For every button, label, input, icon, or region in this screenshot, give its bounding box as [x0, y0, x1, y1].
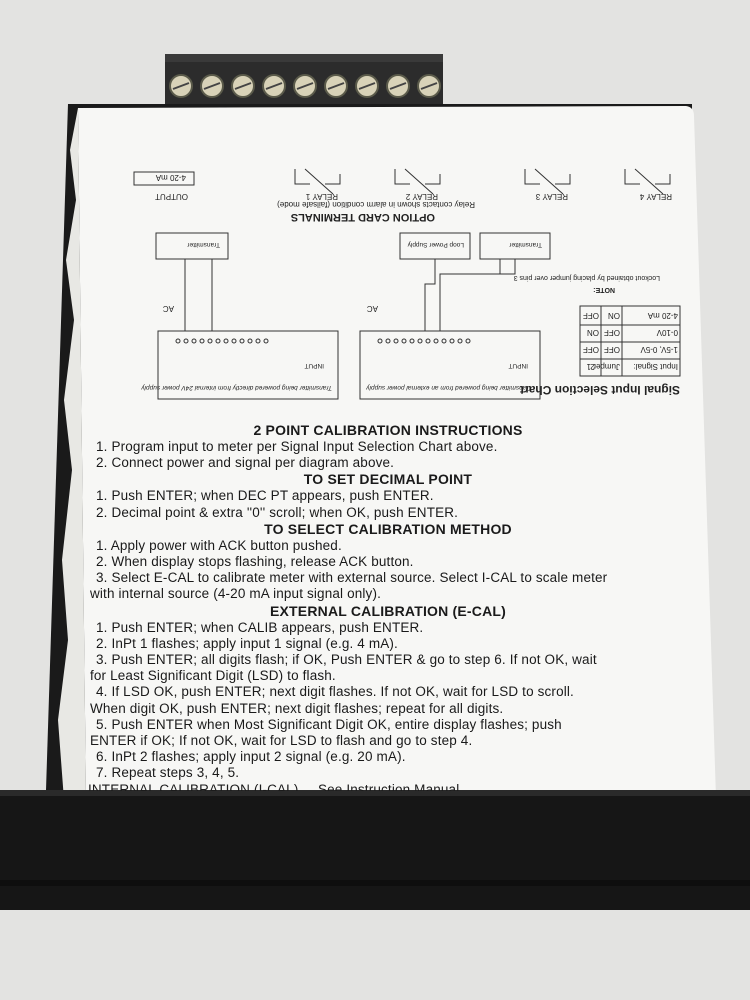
int-power-caption: Transmitter being powered directly from …	[141, 384, 332, 391]
upside-down-diagram: Signal Input Selection Chart Input Signa…	[133, 168, 681, 400]
ext-loop-label: Loop Power Supply	[407, 241, 464, 248]
wiring-diagram-external: Transmitter being powered from an extern…	[359, 232, 551, 400]
instruction-line: 2. Connect power and signal per diagram …	[96, 455, 395, 471]
instruction-line: with internal source (4-20 mA input sign…	[90, 586, 381, 602]
relay-1-label: RELAY 1	[305, 192, 338, 201]
instruction-line: 1. Push ENTER; when DEC PT appears, push…	[96, 488, 434, 504]
instruction-line: 2. Decimal point & extra ''0'' scroll; w…	[96, 504, 459, 520]
instruction-heading: TO SELECT CALIBRATION METHOD	[264, 520, 512, 537]
int-transmitter-label: Transmitter	[187, 241, 220, 248]
ext-input-label: INPUT	[508, 362, 528, 369]
chart-row3-j2: OFF	[583, 311, 599, 320]
option-card-terminals: OPTION CARD TERMINALS Relay contacts sho…	[133, 168, 672, 223]
instruction-line: 7. Repeat steps 3, 4, 5.	[96, 765, 240, 781]
chart-input-header: Input Signal:	[634, 362, 678, 371]
instruction-line: 1. Apply power with ACK button pushed.	[96, 537, 342, 553]
chart-col2-header: 2	[590, 362, 595, 371]
int-ac-label: AC	[163, 304, 174, 313]
signal-input-chart: Signal Input Selection Chart Input Signa…	[514, 274, 681, 397]
screw-slot	[234, 82, 252, 90]
chart-row2-j2: ON	[587, 328, 599, 337]
instruction-line: 2. When display stops flashing, release …	[96, 554, 414, 570]
screw-slot	[265, 82, 283, 90]
terminal-block	[165, 54, 443, 104]
chart-row2-j1: OFF	[604, 328, 620, 337]
chart-jumper-header: Jumper 1	[586, 362, 620, 371]
ext-ac-label: AC	[367, 304, 378, 313]
chart-row1-signal: 1-5V, 0-5V	[640, 345, 678, 354]
screw-slot	[203, 82, 221, 90]
instruction-heading: 2 POINT CALIBRATION INSTRUCTIONS	[253, 422, 523, 438]
option-card-title: OPTION CARD TERMINALS	[291, 211, 435, 223]
instruction-heading: TO SET DECIMAL POINT	[303, 471, 473, 488]
relay-4-label: RELAY 4	[639, 192, 672, 201]
instruction-line: 5. Push ENTER when Most Significant Digi…	[96, 716, 562, 732]
relay-1-symbol: RELAY 1	[294, 168, 341, 201]
chart-row3-j1: ON	[608, 311, 620, 320]
instruction-line: 3. Select E-CAL to calibrate meter with …	[96, 570, 608, 586]
instruction-line: 6. InPt 2 flashes; apply input 2 signal …	[96, 749, 406, 765]
instruction-line: for Least Significant Digit (LSD) to fla…	[90, 668, 336, 684]
relay-2-symbol: RELAY 2	[394, 168, 441, 201]
note-title: NOTE:	[593, 286, 615, 293]
output-range: 4-20 mA	[155, 173, 186, 182]
relay-3-label: RELAY 3	[535, 192, 568, 201]
instruction-line: 1. Push ENTER; when CALIB appears, push …	[96, 619, 424, 635]
screw-slot	[327, 82, 345, 90]
wiring-diagram-internal: Transmitter being powered directly from …	[141, 232, 339, 400]
instruction-line: INTERNAL CALIBRATION (I-CAL) ... See Ins…	[88, 781, 460, 797]
instruction-line: 2. InPt 1 flashes; apply input 1 signal …	[96, 635, 398, 651]
instruction-line: When digit OK, push ENTER; next digit fl…	[90, 700, 504, 716]
output-label: OUTPUT	[155, 192, 188, 201]
instruction-line: ENTER if OK; If not OK, wait for LSD to …	[90, 733, 473, 749]
int-input-label: INPUT	[304, 362, 324, 369]
chart-row1-j1: OFF	[604, 345, 620, 354]
instruction-line: 3. Push ENTER; all digits flash; if OK, …	[96, 652, 597, 668]
ext-transmitter-label: Transmitter	[509, 241, 542, 248]
instruction-heading: EXTERNAL CALIBRATION (E-CAL)	[269, 602, 507, 619]
relay-4-symbol: RELAY 4	[624, 168, 672, 201]
screw-slot	[172, 82, 190, 90]
chart-row2-signal: 0-10V	[656, 328, 678, 337]
instruction-line: 1. Program input to meter per Signal Inp…	[96, 439, 498, 454]
note-text: Lockout obtained by placing jumper over …	[514, 274, 660, 281]
chart-title: Signal Input Selection Chart	[520, 383, 680, 397]
relay-note: Relay contacts shown in alarm condition …	[277, 200, 475, 209]
label-sticker	[58, 106, 716, 800]
chart-row1-j2: OFF	[583, 345, 599, 354]
relay-3-symbol: RELAY 3	[524, 168, 571, 201]
screw-slot	[389, 82, 407, 90]
instruction-line: 4. If LSD OK, push ENTER; next digit fla…	[96, 684, 574, 700]
screw-slot	[420, 82, 438, 90]
front-bezel	[0, 790, 750, 1000]
screw-slot	[358, 82, 376, 90]
screw-slot	[296, 82, 314, 90]
relay-2-label: RELAY 2	[405, 192, 438, 201]
output-terminal: 4-20 mA OUTPUT	[133, 171, 195, 201]
ext-power-caption: Transmitter being powered from an extern…	[366, 384, 532, 391]
chart-row3-signal: 4-20 mA	[647, 311, 678, 320]
